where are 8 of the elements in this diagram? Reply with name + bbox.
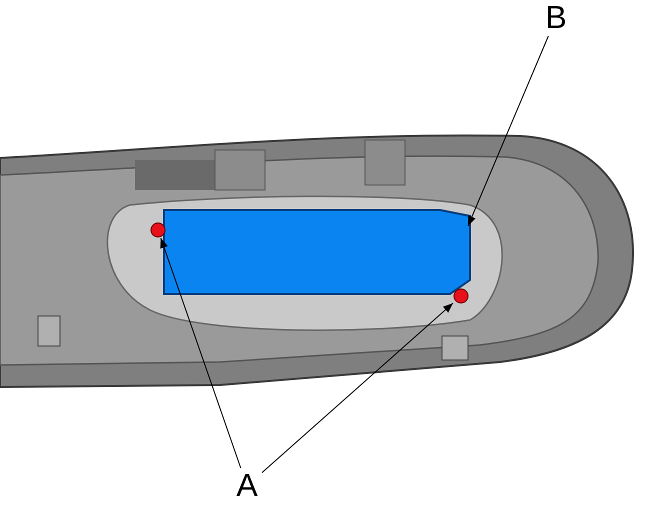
leader-line <box>262 302 454 474</box>
leader-line <box>160 238 242 468</box>
screw <box>453 288 469 304</box>
callout-letter: B <box>541 0 571 36</box>
callout-letter: A <box>232 468 262 504</box>
control-module <box>160 208 472 296</box>
leader-line <box>468 36 549 226</box>
screw <box>150 222 166 238</box>
